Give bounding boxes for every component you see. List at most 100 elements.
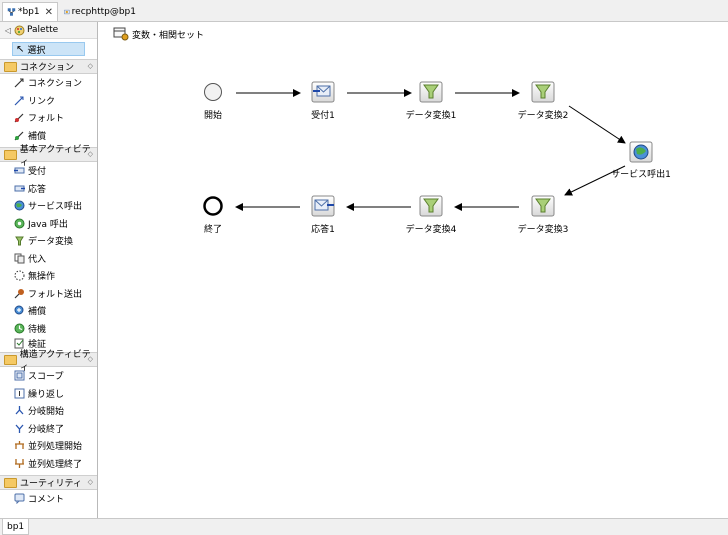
- transform4-label: データ変換4: [405, 225, 457, 235]
- collapse-icon[interactable]: ◇: [87, 62, 93, 70]
- palette-title: Palette: [27, 25, 59, 35]
- reply-icon: [14, 185, 25, 192]
- folder-icon: [4, 149, 17, 160]
- transform2-label: データ変換2: [517, 111, 569, 121]
- start-label: 開始: [203, 111, 222, 121]
- palette-item-comment[interactable]: コメント: [0, 490, 97, 508]
- end-label: 終了: [203, 225, 222, 235]
- palette-item-assign[interactable]: 代入: [0, 250, 97, 268]
- palette-item-parallel-end[interactable]: 並列処理終了: [0, 455, 97, 473]
- bottom-tab-label: bp1: [7, 521, 25, 532]
- compensate-icon: [14, 305, 24, 315]
- palette-item-throw-fault[interactable]: フォルト送出: [0, 285, 97, 303]
- palette-icon: [14, 25, 25, 35]
- palette-item-wait[interactable]: 待機: [0, 320, 97, 338]
- transform3-node[interactable]: [531, 195, 555, 217]
- palette-item-branch-end[interactable]: 分岐終了: [0, 420, 97, 438]
- drawer-connections[interactable]: コネクション ◇: [0, 59, 97, 74]
- loop-icon: [14, 388, 25, 399]
- connection-arrow[interactable]: [564, 165, 626, 196]
- collapse-icon[interactable]: ◇: [87, 355, 93, 363]
- palette-item-branch-start[interactable]: 分岐開始: [0, 402, 97, 420]
- palette-item-data-transform[interactable]: データ変換: [0, 232, 97, 250]
- reply1-node[interactable]: [311, 195, 335, 217]
- connection-icon: [14, 78, 24, 88]
- compensation-link-icon: [14, 131, 24, 141]
- connection-arrow[interactable]: [568, 105, 626, 144]
- transform-icon: [15, 236, 24, 246]
- branch-start-icon: [15, 406, 24, 415]
- tab-label: *bp1: [17, 7, 40, 17]
- folder-icon: [4, 61, 17, 72]
- transform1-node[interactable]: [419, 81, 443, 103]
- palette-item-fault[interactable]: フォルト: [0, 109, 97, 127]
- palette-item-parallel-start[interactable]: 並列処理開始: [0, 437, 97, 455]
- tab-label: recphttp@bp1: [71, 6, 136, 17]
- drawer-label: ユーティリティ: [20, 479, 82, 489]
- folder-icon: [4, 477, 17, 488]
- drawer-utility[interactable]: ユーティリティ ◇: [0, 475, 97, 490]
- service-invoke1-node[interactable]: [629, 141, 653, 163]
- empty-activity-icon: [14, 270, 25, 281]
- receive1-label: 受付1: [311, 111, 335, 121]
- receive-icon: [14, 167, 25, 174]
- palette-item-scope[interactable]: スコープ: [0, 367, 97, 385]
- collapse-left-icon[interactable]: ◁: [4, 25, 12, 35]
- palette-select-tool[interactable]: ↖ 選択: [12, 42, 85, 56]
- link-icon: [14, 96, 24, 106]
- start-node[interactable]: [204, 83, 222, 101]
- palette-item-java-invoke[interactable]: Java 呼出: [0, 215, 97, 233]
- palette-item-compensate[interactable]: 補償: [0, 302, 97, 320]
- java-invoke-icon: [14, 218, 25, 229]
- parallel-start-icon: [15, 441, 24, 450]
- transform3-label: データ変換3: [517, 225, 569, 235]
- palette-item-validate[interactable]: 検証: [0, 337, 97, 349]
- drawer-structured-activities[interactable]: 構造アクティビティ ◇: [0, 350, 97, 373]
- drawer-label: コネクション: [20, 63, 75, 73]
- drawer-basic-activities[interactable]: 基本アクティビティ ◇: [0, 145, 97, 168]
- palette-item-empty[interactable]: 無操作: [0, 267, 97, 285]
- tab-bp1[interactable]: *bp1 ✕: [2, 2, 58, 21]
- drawer-label: 構造アクティビティ: [19, 349, 91, 373]
- drawer-label: 基本アクティビティ: [19, 144, 91, 168]
- collapse-icon[interactable]: ◇: [87, 150, 93, 158]
- palette-item-reply[interactable]: 応答: [0, 180, 97, 198]
- cursor-arrow-icon: ↖: [16, 43, 25, 55]
- assign-icon: [14, 253, 25, 264]
- palette-item-link[interactable]: リンク: [0, 92, 97, 110]
- process-icon: [7, 8, 16, 16]
- tab-recphttp[interactable]: recphttp@bp1: [60, 2, 140, 21]
- select-label: 選択: [27, 45, 46, 56]
- fault-link-icon: [14, 113, 24, 123]
- variables-correlation-set[interactable]: 変数・相関セット: [113, 27, 204, 41]
- transform4-node[interactable]: [419, 195, 443, 217]
- palette-item-service-invoke[interactable]: サービス呼出: [0, 197, 97, 215]
- http-receive-icon: [64, 9, 70, 14]
- editor-tab-bar: *bp1 ✕ recphttp@bp1: [0, 0, 728, 22]
- palette-item-compensation-link[interactable]: 補償: [0, 127, 97, 145]
- close-icon[interactable]: ✕: [44, 6, 53, 18]
- tab-bp1-page[interactable]: bp1: [2, 519, 30, 535]
- throw-fault-icon: [14, 288, 24, 299]
- palette-item-receive[interactable]: 受付: [0, 162, 97, 180]
- variables-label: 変数・相関セット: [132, 30, 205, 41]
- parallel-end-icon: [15, 458, 24, 468]
- folder-icon: [4, 354, 17, 365]
- service-invoke1-label: サービス呼出1: [611, 170, 671, 180]
- clock-icon: [14, 323, 25, 334]
- collapse-icon[interactable]: ◇: [87, 478, 93, 486]
- comment-icon: [14, 493, 25, 505]
- receive1-node[interactable]: [311, 81, 335, 103]
- end-node[interactable]: [203, 196, 223, 216]
- palette-item-loop[interactable]: 繰り返し: [0, 385, 97, 403]
- process-flow-diagram: [203, 81, 653, 217]
- reply1-label: 応答1: [311, 225, 335, 235]
- branch-end-icon: [15, 424, 24, 433]
- palette-item-connection[interactable]: コネクション: [0, 74, 97, 92]
- bottom-tab-bar: bp1: [0, 518, 728, 535]
- globe-icon: [14, 200, 25, 211]
- scope-icon: [14, 370, 25, 381]
- process-canvas[interactable]: 変数・相関セット: [99, 22, 728, 518]
- transform2-node[interactable]: [531, 81, 555, 103]
- palette-header[interactable]: ◁ Palette: [0, 22, 97, 39]
